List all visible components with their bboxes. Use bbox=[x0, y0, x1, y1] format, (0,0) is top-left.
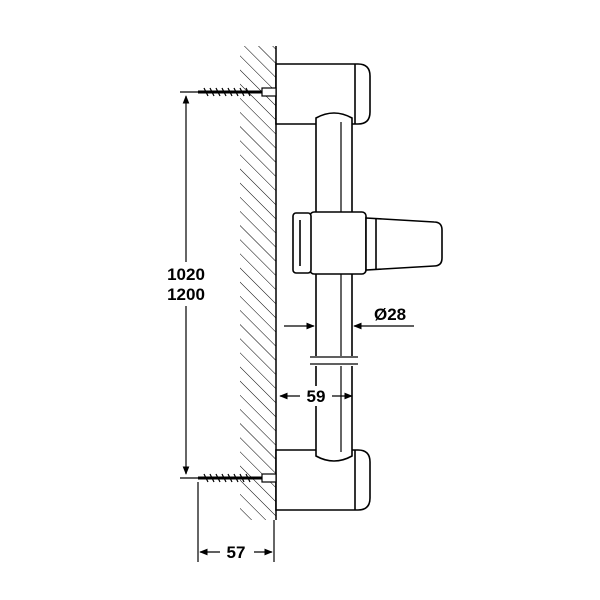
shower-holder bbox=[292, 211, 443, 275]
bottom-screw bbox=[198, 473, 277, 483]
height-label-1020: 1020 bbox=[167, 265, 205, 284]
height-label-1200: 1200 bbox=[167, 285, 205, 304]
offset-label: 59 bbox=[307, 387, 326, 406]
top-bracket bbox=[275, 63, 371, 125]
wall bbox=[240, 46, 277, 520]
top-screw bbox=[198, 87, 277, 97]
bottom-bracket bbox=[275, 449, 371, 511]
wall-depth-label: 57 bbox=[227, 543, 246, 562]
diameter-label: Ø28 bbox=[374, 305, 406, 324]
rail-pipe bbox=[310, 112, 358, 462]
